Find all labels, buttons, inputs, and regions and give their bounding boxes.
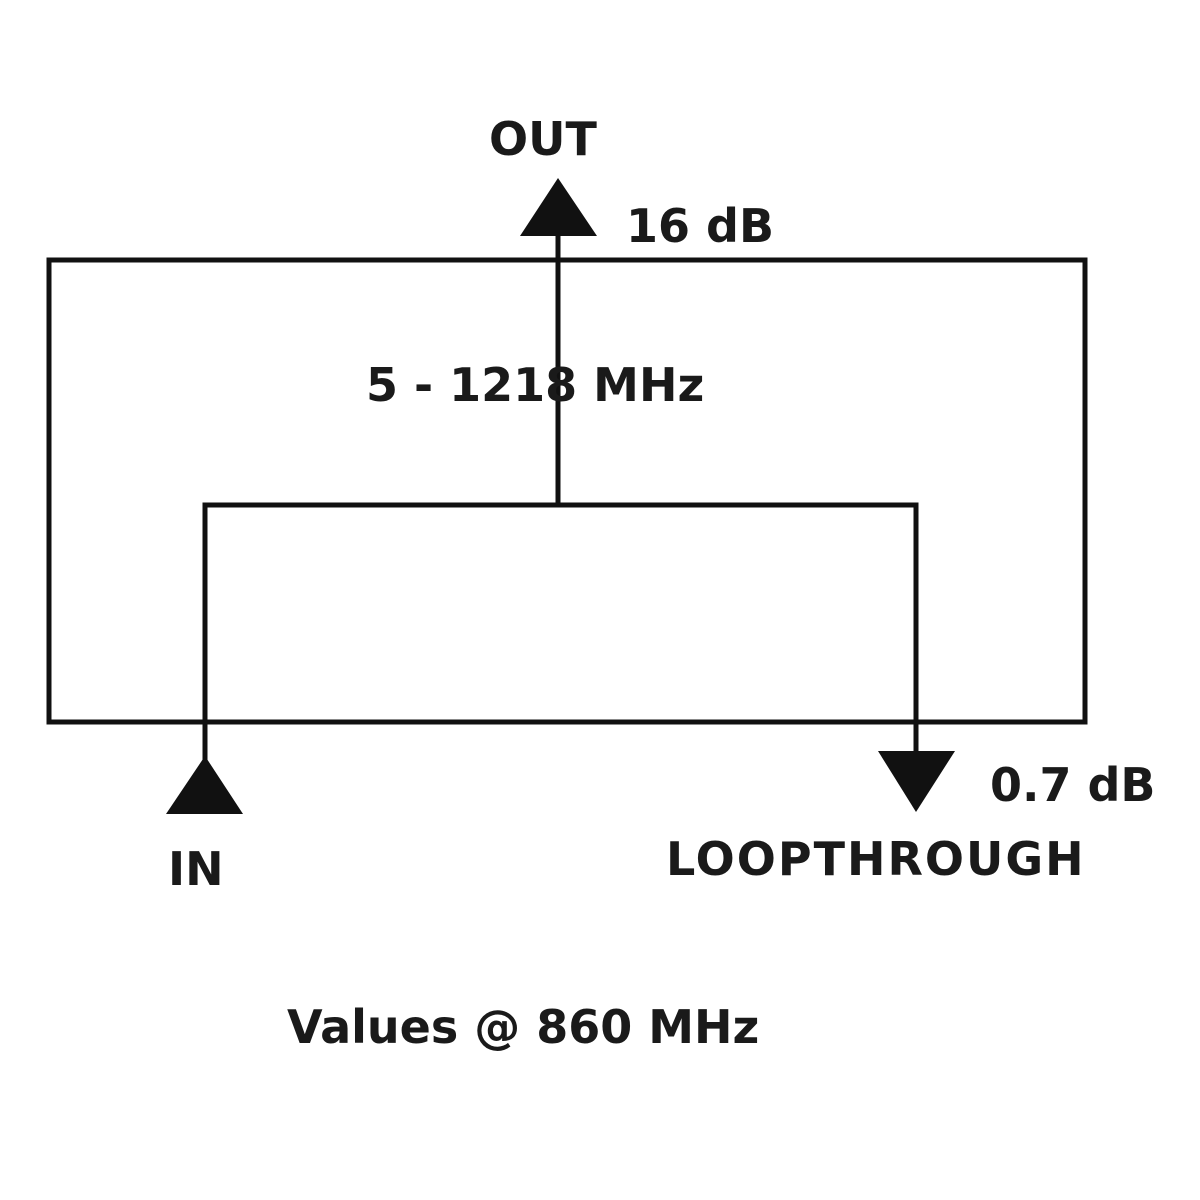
housing-box <box>46 257 1088 725</box>
loopthrough-loss-value: 0.7 dB <box>990 758 1156 812</box>
in-label: IN <box>168 842 224 896</box>
out-gain-value: 16 dB <box>626 199 775 253</box>
out-label: OUT <box>489 112 597 166</box>
frequency-range-label: 5 - 1218 MHz <box>366 358 705 412</box>
in-arrow-icon <box>166 756 243 814</box>
loopthrough-label: LOOPTHROUGH <box>666 832 1086 886</box>
loopthrough-arrow-icon <box>878 751 955 812</box>
out-arrow-icon <box>520 178 597 236</box>
footnote-label: Values @ 860 MHz <box>287 1000 760 1054</box>
